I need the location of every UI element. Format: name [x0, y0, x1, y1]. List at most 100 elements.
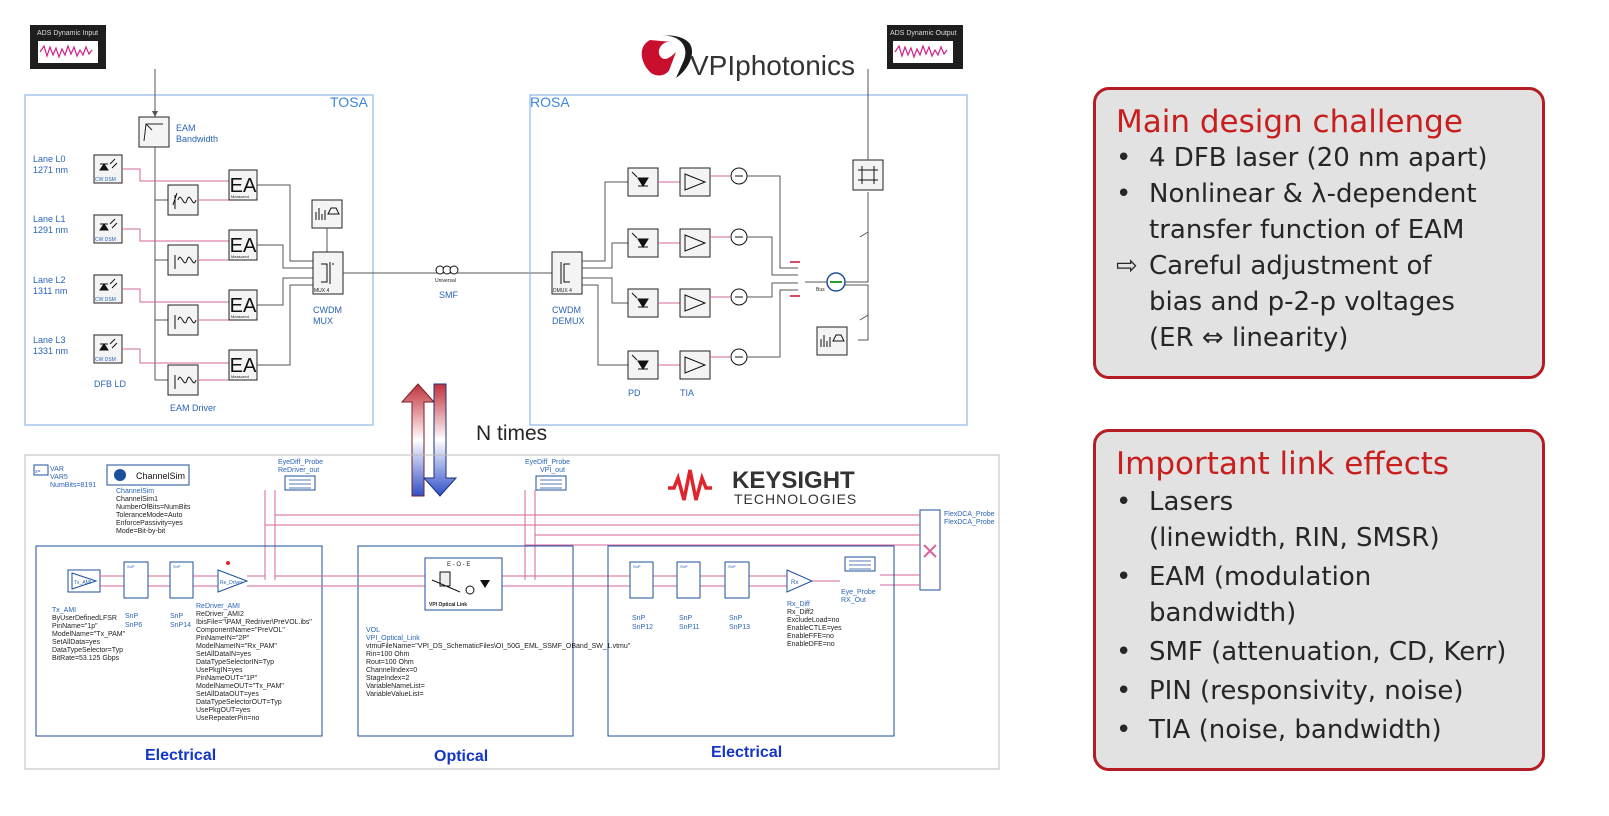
param-line: PinNameIN="2P" [196, 635, 250, 642]
tia-lane-1[interactable] [679, 228, 711, 258]
snp-left-1[interactable]: SnP [123, 561, 149, 599]
param-line: ReDriver_AMI2 [196, 611, 244, 618]
smf-fiber-block[interactable]: Universal [435, 265, 459, 284]
param-line: SetAllDataOUT=yes [196, 691, 259, 698]
ea-modulator-lane-1[interactable]: EA Measured [228, 229, 258, 261]
var-block[interactable]: x= VAR VAR5 NumBits=8191 [33, 464, 96, 489]
snp-tag: SnP [173, 564, 181, 569]
cwdm-demux-block[interactable]: DMUX 4 [551, 251, 583, 295]
param-line: vtmuFileName="VPI_DS_SchematicFiles\OI_5… [366, 643, 631, 650]
param-line: UsePkgOUT=yes [196, 707, 251, 714]
measured-label: Measured [231, 194, 249, 199]
pd-label: PD [628, 388, 641, 398]
param-line: EnforcePassivity=yes [116, 520, 183, 527]
lane-name: Lane L3 [33, 335, 66, 345]
eyediff-probe-redriver[interactable]: EyeDiff_Probe ReDriver_out [278, 459, 323, 491]
param-line: ModelNameIN="Rx_PAM" [196, 643, 277, 650]
lane-wavelength: 1291 nm [33, 225, 68, 235]
snp-right-3[interactable]: SnP [724, 561, 750, 599]
eyediff-probe-vpi[interactable]: EyeDiff_Probe VPI_out [525, 459, 570, 491]
lane-name: Lane L2 [33, 275, 66, 285]
eam-bandwidth-block[interactable] [138, 116, 170, 148]
param-line: ChannelIndex=0 [366, 667, 417, 674]
dfb-laser-lane-1[interactable]: CW DSM [93, 214, 123, 244]
probe-label: FlexDCA_Probe [944, 511, 995, 518]
tx-ami-block[interactable]: Tx_AMI [67, 569, 101, 593]
photodiode-lane-0[interactable] [627, 167, 659, 197]
effects-list: •Lasers(linewidth, RIN, SMSR) •EAM (modu… [1116, 484, 1524, 748]
param-line: VOL [366, 627, 380, 634]
param-line: Mode=Bit-by-bit [116, 528, 165, 535]
ea-modulator-lane-3[interactable]: EA Measured [228, 349, 258, 381]
dfb-laser-lane-3[interactable]: CW DSM [93, 334, 123, 364]
snp-tag: SnP [127, 564, 135, 569]
rx-block[interactable]: Rx [786, 569, 814, 593]
keysight-logo: KEYSIGHT TECHNOLOGIES [668, 467, 857, 507]
bullet: • [1116, 562, 1132, 592]
param-line: Rx_Diff [787, 601, 810, 608]
eoe-tag: E - O - E [447, 562, 470, 568]
var-line: NumBits=8191 [50, 482, 96, 489]
item-line: Nonlinear & λ-dependent [1149, 179, 1477, 209]
rosa-optical-analyzer[interactable] [816, 326, 848, 356]
dfb-laser-lane-0[interactable]: CW DSM [93, 154, 123, 184]
vpiphotonics-logo-text: VPIphotonics [690, 50, 855, 81]
redriver-block[interactable]: Re_Driver [217, 561, 249, 593]
probe-label: EyeDiff_Probe [525, 459, 570, 466]
param-line: EnableFFE=no [787, 633, 834, 640]
bus-combiner[interactable]: Bus [816, 272, 846, 293]
param-line: Rout=100 Ohm [366, 659, 414, 666]
cwdm-mux-label-1: CWDM [313, 305, 342, 315]
photodiode-lane-3[interactable] [627, 350, 659, 380]
item-line: TIA (noise, bandwidth) [1149, 715, 1442, 745]
item-line: PIN (responsivity, noise) [1149, 676, 1464, 706]
eam-driver-lane-1[interactable] [167, 244, 199, 276]
eye-probe-rx[interactable]: Eye_Probe RX_Out [841, 556, 876, 604]
redriver-tag: Re_Driver [220, 580, 243, 586]
effects-box: Important link effects •Lasers(linewidth… [1093, 429, 1545, 771]
ads-dynamic-input-block[interactable]: ADS Dynamic Input [30, 25, 106, 69]
tia-lane-2[interactable] [679, 288, 711, 318]
tia-lane-0[interactable] [679, 167, 711, 197]
n-times-double-arrow [400, 383, 458, 497]
ads-dynamic-output-block[interactable]: ADS Dynamic Output [887, 25, 963, 69]
rosa-title: ROSA [530, 94, 570, 110]
cwdm-mux-block[interactable]: MUX 4 [312, 251, 344, 295]
eam-driver-lane-0[interactable] [167, 184, 199, 216]
ea-modulator-lane-2[interactable]: EA Measured [228, 289, 258, 321]
photodiode-lane-2[interactable] [627, 288, 659, 318]
keysight-sub: TECHNOLOGIES [734, 491, 857, 507]
bullet: ⇨ [1116, 251, 1138, 281]
param-line: DataTypeSelector=Typ [52, 647, 123, 654]
dfb-laser-lane-2[interactable]: CW DSM [93, 274, 123, 304]
ads-input-label: ADS Dynamic Input [37, 30, 98, 37]
var-line: VAR5 [50, 474, 68, 481]
cwdm-demux-label-1: CWDM [552, 305, 581, 315]
lane-name: Lane L0 [33, 154, 66, 164]
photodiode-lane-1[interactable] [627, 228, 659, 258]
snp-right-2[interactable]: SnP [676, 561, 701, 599]
ea-glyph: EA [230, 355, 257, 377]
ea-glyph: EA [230, 295, 257, 317]
flexdca-probe[interactable]: FlexDCA_Probe FlexDCA_Probe [919, 509, 995, 591]
snp-left-2[interactable]: SnP [169, 561, 194, 599]
eam-driver-lane-2[interactable] [167, 304, 199, 336]
ea-glyph: EA [230, 235, 257, 257]
bullet: • [1116, 179, 1132, 209]
ea-modulator-lane-0[interactable]: EA Measured [228, 169, 258, 201]
channelsim-block[interactable]: ChannelSim [106, 464, 190, 486]
measured-label: Measured [231, 314, 249, 319]
eam-driver-lane-3[interactable] [167, 364, 199, 396]
tia-lane-3[interactable] [679, 350, 711, 380]
param-line: VPI_Optical_Link [366, 635, 420, 642]
vpi-optical-link-block[interactable]: E - O - E VPI Optical Link [424, 557, 503, 611]
rosa-output-scope[interactable] [852, 159, 884, 191]
probe-label: VPI_out [540, 467, 565, 474]
snp-right-1[interactable]: SnP [629, 561, 654, 599]
snp-label: SnP12 [632, 624, 653, 631]
ads-output-label: ADS Dynamic Output [890, 30, 957, 37]
challenge-list: •4 DFB laser (20 nm apart) •Nonlinear & … [1116, 140, 1524, 356]
bullet: • [1116, 487, 1132, 517]
param-line: ChannelSim [116, 488, 154, 495]
tosa-optical-analyzer[interactable] [311, 199, 343, 229]
